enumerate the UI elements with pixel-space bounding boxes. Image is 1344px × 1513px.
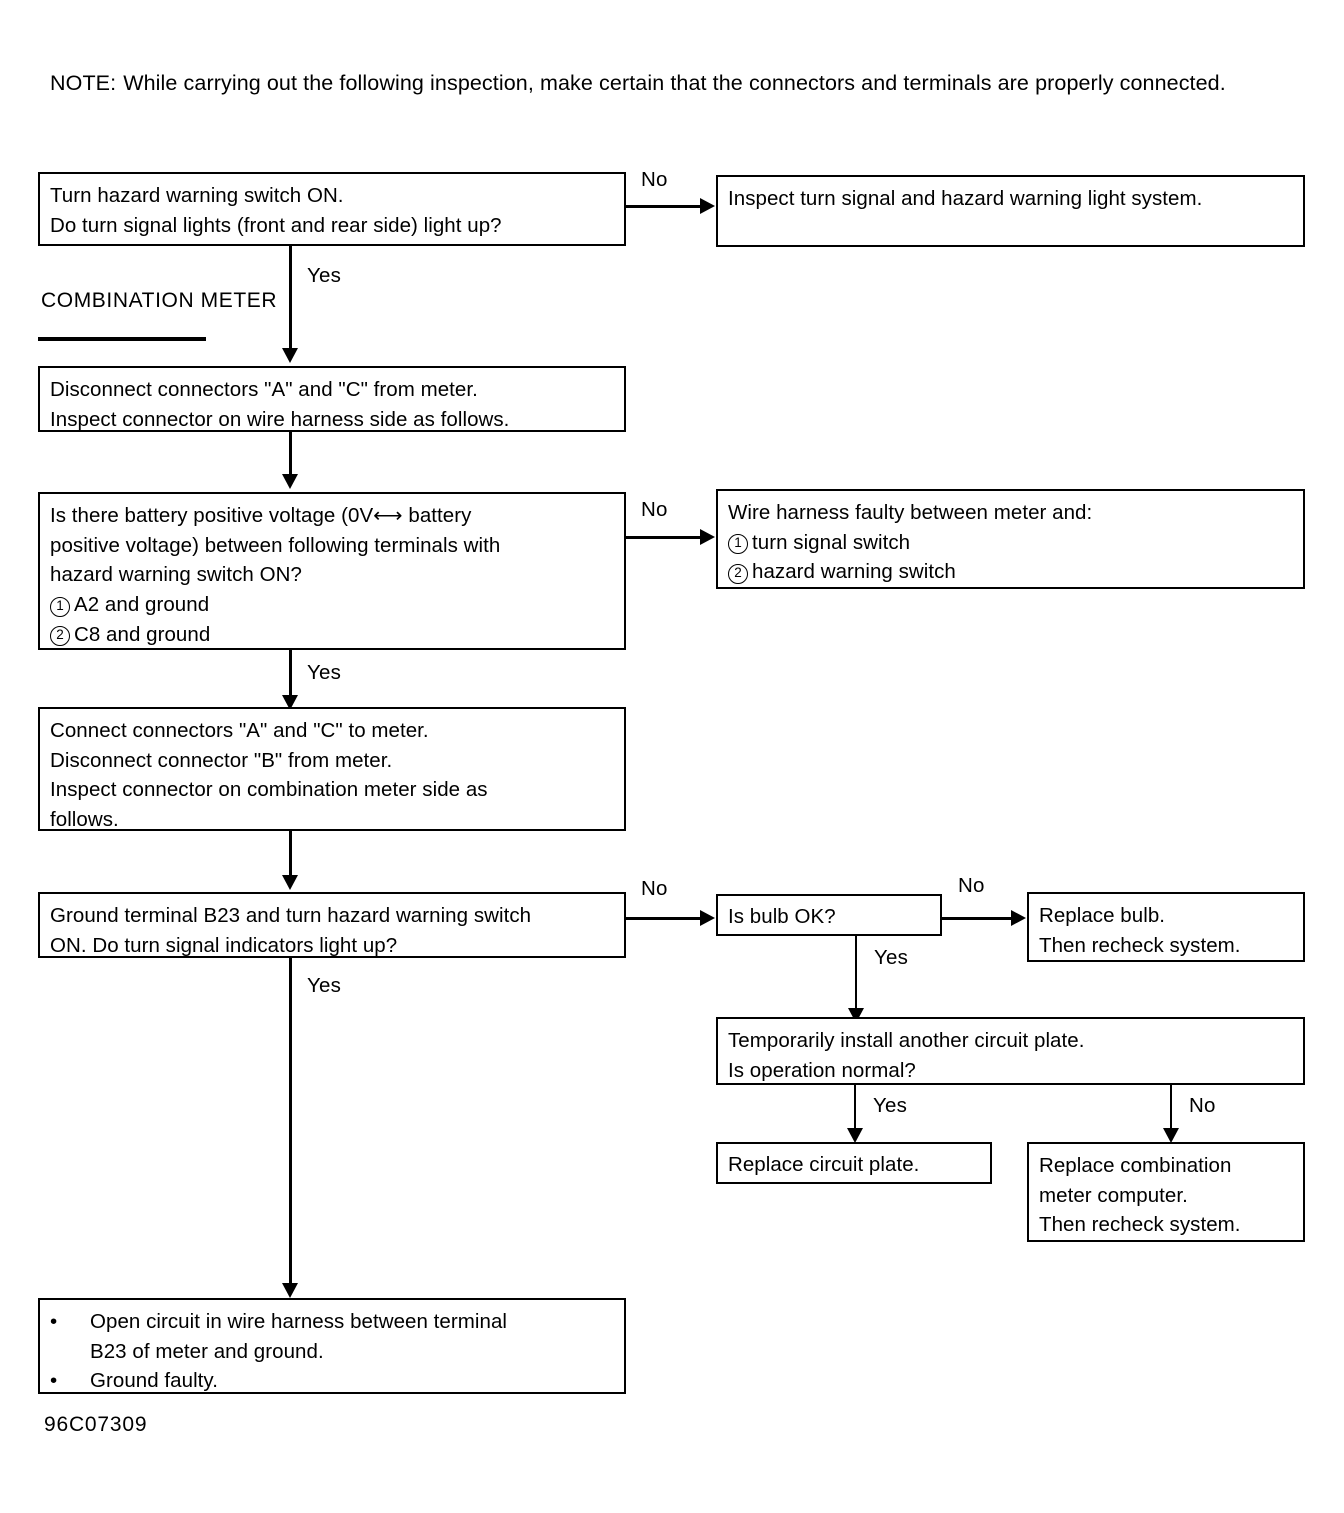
edge-n8-n9-arrowhead — [1011, 910, 1026, 926]
node-line: Wire harness faulty between meter and: — [728, 501, 1093, 524]
node-line: Then recheck system. — [1039, 1213, 1241, 1237]
node-list-item-text: hazard warning switch — [752, 560, 956, 584]
edge-label-yes-5: Yes — [307, 974, 342, 997]
node-is-bulb-ok: Is bulb OK? — [716, 894, 942, 936]
node-line: Do turn signal lights (front and rear si… — [50, 213, 502, 237]
node-replace-bulb: Replace bulb. Then recheck system. — [1027, 892, 1305, 962]
node-replace-combination-meter-computer: Replace combination meter computer. Then… — [1027, 1142, 1305, 1242]
bullet-text-continuation: B23 of meter and ground. — [90, 1339, 324, 1363]
node-line: Disconnect connectors "A" and "C" from m… — [50, 378, 478, 401]
edge-n4-n5-line — [626, 536, 701, 539]
note-block: NOTE:While carrying out the following in… — [50, 68, 1265, 99]
edge-n3-n4-line — [289, 432, 292, 478]
section-rule — [38, 337, 206, 341]
edge-n1-n2-arrowhead — [700, 198, 715, 214]
node-line: Inspect connector on combination meter s… — [50, 778, 488, 802]
node-line: Replace bulb. — [1039, 904, 1166, 927]
node-connect-connectors-a-c: Connect connectors "A" and "C" to meter.… — [38, 707, 626, 831]
edge-n7-n8-line — [626, 917, 701, 920]
node-wire-harness-faulty: Wire harness faulty between meter and: 1… — [716, 489, 1305, 589]
circled-number: 2 — [728, 563, 748, 584]
node-turn-hazard-switch-on: Turn hazard warning switch ON. Do turn s… — [38, 172, 626, 246]
node-line: follows. — [50, 808, 119, 832]
node-line: hazard warning switch ON? — [50, 563, 302, 587]
node-list-item-text: turn signal switch — [752, 530, 911, 554]
edge-n7-n13-arrowhead — [282, 1283, 298, 1298]
note-label: NOTE: — [50, 71, 117, 95]
node-line: Inspect connector on wire harness side a… — [50, 407, 510, 431]
node-line: Is operation normal? — [728, 1058, 916, 1082]
edge-n1-n3-line — [289, 246, 292, 350]
edge-n10-n11-line — [854, 1085, 856, 1133]
node-disconnect-connectors-a-c: Disconnect connectors "A" and "C" from m… — [38, 366, 626, 432]
node-line: Turn hazard warning switch ON. — [50, 184, 344, 207]
circled-number: 2 — [50, 626, 70, 647]
node-line: Replace combination — [1039, 1154, 1232, 1177]
edge-label-no-2: No — [641, 498, 668, 521]
edge-n4-n6-line — [289, 650, 292, 700]
edge-label-yes-4: Yes — [873, 1094, 908, 1117]
edge-n1-n3-arrowhead — [282, 348, 298, 363]
node-list-item-text: C8 and ground — [74, 622, 211, 646]
node-ground-terminal-b23: Ground terminal B23 and turn hazard warn… — [38, 892, 626, 958]
bullet-dot: • — [50, 1310, 58, 1333]
figure-id: 96C07309 — [44, 1413, 148, 1436]
circled-number: 1 — [728, 534, 748, 555]
section-label-line: METER — [200, 289, 278, 312]
edge-n3-n4-arrowhead — [282, 474, 298, 489]
edge-label-yes-1: Yes — [307, 264, 342, 287]
node-line: meter computer. — [1039, 1183, 1188, 1207]
edge-n8-n10-line — [855, 936, 857, 1013]
node-list-item-text: A2 and ground — [74, 593, 210, 617]
edge-label-yes-2: Yes — [307, 661, 342, 684]
edge-n6-n7-line — [289, 831, 292, 879]
edge-label-yes-3: Yes — [874, 946, 909, 969]
bullet-text: Ground faulty. — [90, 1369, 218, 1393]
node-line: Temporarily install another circuit plat… — [728, 1029, 1085, 1052]
edge-n1-n2-line — [626, 205, 701, 208]
edge-n10-n12-arrowhead — [1163, 1128, 1179, 1143]
node-line: Ground terminal B23 and turn hazard warn… — [50, 904, 532, 927]
bullet-item: • Ground faulty. — [50, 1366, 614, 1396]
node-line: Disconnect connector "B" from meter. — [50, 748, 393, 772]
circled-number: 1 — [50, 596, 70, 617]
section-label-combination-meter: COMBINATION METER — [41, 287, 277, 315]
node-line: positive voltage) between following term… — [50, 533, 501, 557]
edge-label-no-4: No — [958, 874, 985, 897]
edge-n8-n9-line — [941, 917, 1012, 920]
node-inspect-turn-signal-system: Inspect turn signal and hazard warning l… — [716, 175, 1305, 247]
bullet-item: • Open circuit in wire harness between te… — [50, 1307, 614, 1337]
edge-label-no-3: No — [641, 877, 668, 900]
node-temporarily-install-circuit-plate: Temporarily install another circuit plat… — [716, 1017, 1305, 1085]
edge-label-no-1: No — [641, 168, 668, 191]
node-line: Inspect turn signal and hazard warning l… — [728, 187, 1203, 210]
node-line: Connect connectors "A" and "C" to meter. — [50, 719, 429, 742]
bullet-text: Open circuit in wire harness between ter… — [90, 1310, 507, 1333]
edge-n7-n8-arrowhead — [700, 910, 715, 926]
node-line: Replace circuit plate. — [728, 1153, 920, 1176]
node-battery-voltage-check: Is there battery positive voltage (0V⟷ b… — [38, 492, 626, 650]
note-text: While carrying out the following inspect… — [123, 71, 1226, 95]
edge-n10-n11-arrowhead — [847, 1128, 863, 1143]
bullet-dot: • — [50, 1369, 58, 1393]
node-line: Is bulb OK? — [728, 905, 836, 928]
edge-n4-n6-arrowhead — [282, 695, 298, 710]
edge-n4-n5-arrowhead — [700, 529, 715, 545]
node-open-circuit-ground-faulty: • Open circuit in wire harness between te… — [38, 1298, 626, 1394]
edge-n7-n13-line — [289, 958, 292, 1288]
node-line: ON. Do turn signal indicators light up? — [50, 933, 398, 957]
node-replace-circuit-plate: Replace circuit plate. — [716, 1142, 992, 1184]
node-line: Then recheck system. — [1039, 933, 1241, 957]
section-label-line: COMBINATION — [41, 289, 195, 312]
edge-n6-n7-arrowhead — [282, 875, 298, 890]
edge-label-no-5: No — [1189, 1094, 1216, 1117]
node-line: Is there battery positive voltage (0V⟷ b… — [50, 504, 472, 527]
edge-n10-n12-line — [1170, 1085, 1172, 1133]
